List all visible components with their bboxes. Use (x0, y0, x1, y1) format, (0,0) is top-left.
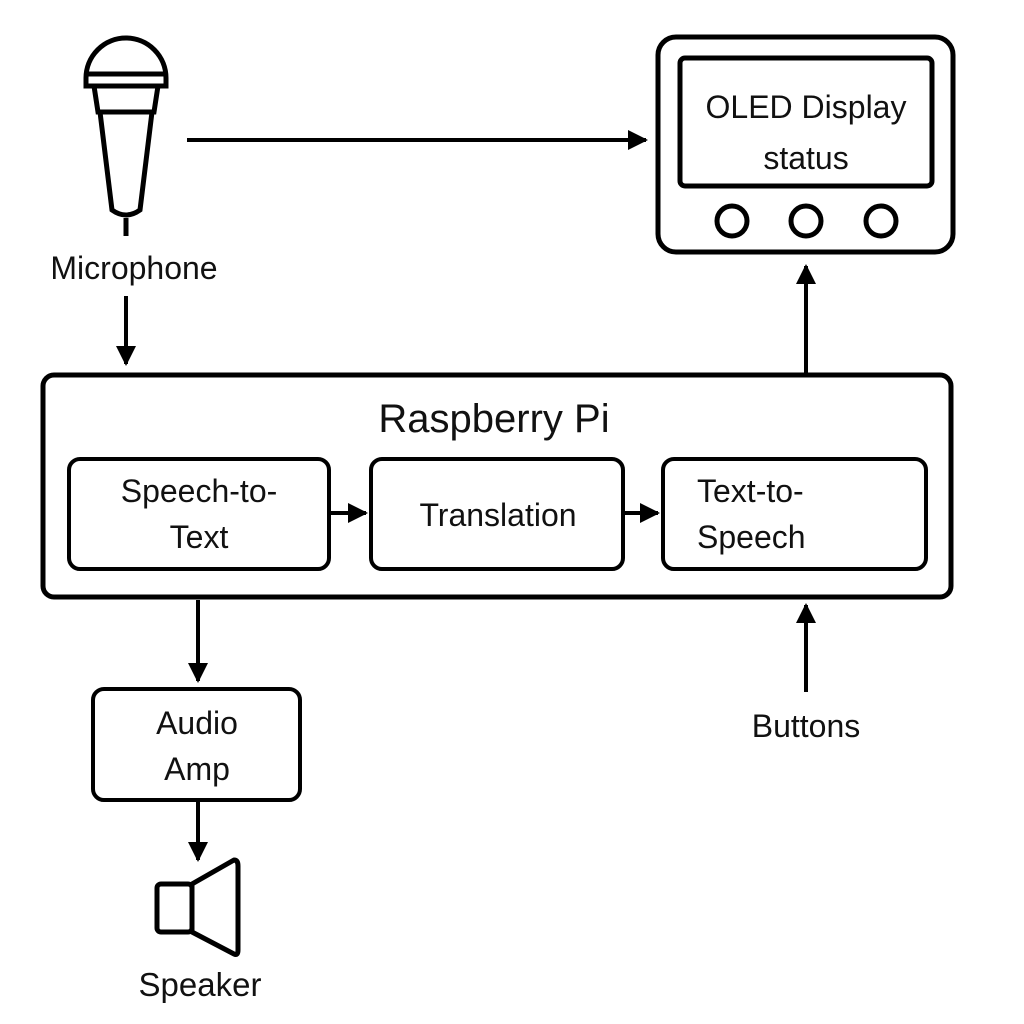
stage-tts-label: Text-to- Speech (697, 468, 917, 560)
audio-amp-line2: Amp (164, 751, 230, 787)
stage-tts-line2: Speech (697, 519, 806, 555)
stage-tts-line1: Text-to- (697, 473, 804, 509)
audio-amp-label: Audio Amp (96, 700, 298, 792)
buttons-label: Buttons (751, 708, 861, 744)
microphone-icon (83, 35, 169, 236)
audio-amp-box (91, 687, 302, 802)
microphone-label: Microphone (50, 250, 218, 286)
raspberry-pi-box (40, 372, 954, 600)
stage-translation-label: Translation (419, 497, 577, 533)
oled-button-3 (863, 203, 899, 239)
oled-button-2 (788, 203, 824, 239)
speaker-icon (154, 857, 241, 957)
speaker-label: Speaker (138, 966, 262, 1003)
oled-display-text: OLED Display status (682, 82, 930, 184)
oled-display-device (655, 34, 956, 255)
stage-stt-line1: Speech-to- (120, 473, 278, 509)
raspberry-pi-title: Raspberry Pi (378, 397, 610, 441)
stage-box-translation (369, 457, 625, 571)
stage-box-tts (661, 457, 928, 571)
audio-amp-line1: Audio (156, 705, 238, 741)
stage-stt-label: Speech-to- Text (72, 468, 326, 560)
oled-button-1 (714, 203, 750, 239)
oled-display-subtitle: status (763, 140, 849, 176)
stage-stt-line2: Text (169, 519, 229, 555)
oled-display-title: OLED Display (705, 89, 907, 125)
stage-box-stt (67, 457, 331, 571)
